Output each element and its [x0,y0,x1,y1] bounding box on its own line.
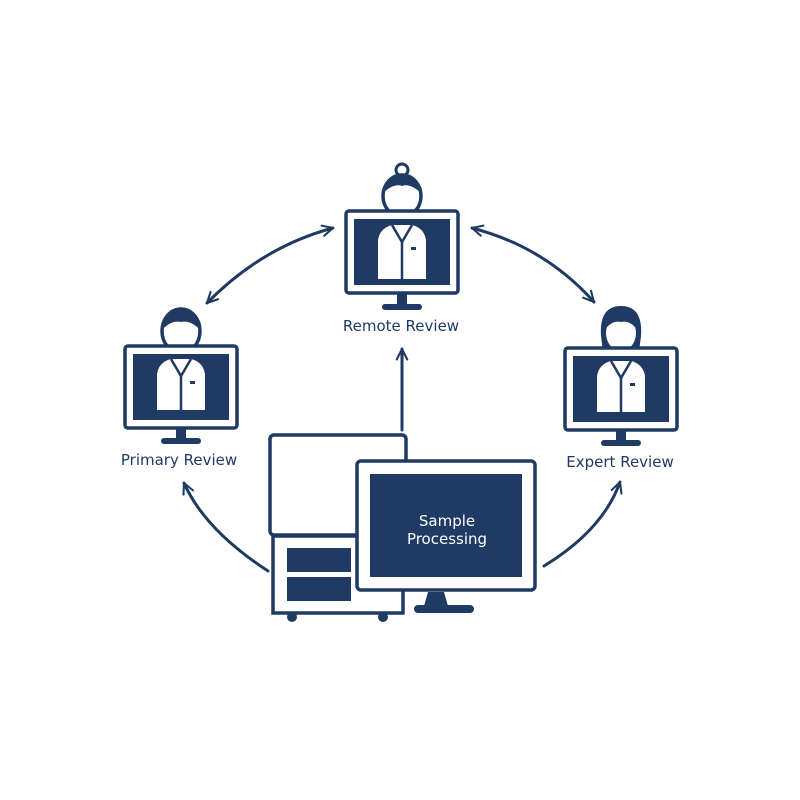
expert-doctor-monitor-icon [563,306,679,446]
arrow-sample-primary [182,481,270,573]
sample-processing-line2: Processing [406,530,488,548]
sample-processing-label: Sample Processing [372,512,522,548]
arrow-sample-expert [542,480,623,568]
processing-monitor-icon [355,459,537,613]
expert-review-label: Expert Review [566,453,674,471]
remote-review-label: Remote Review [342,317,460,335]
primary-doctor-monitor-icon [123,307,239,444]
arrow-primary-remote [205,224,335,305]
sample-processing-line1: Sample [418,512,476,530]
arrow-remote-expert [470,224,596,304]
primary-review-label: Primary Review [120,451,238,469]
remote-doctor-monitor-icon [344,162,460,310]
